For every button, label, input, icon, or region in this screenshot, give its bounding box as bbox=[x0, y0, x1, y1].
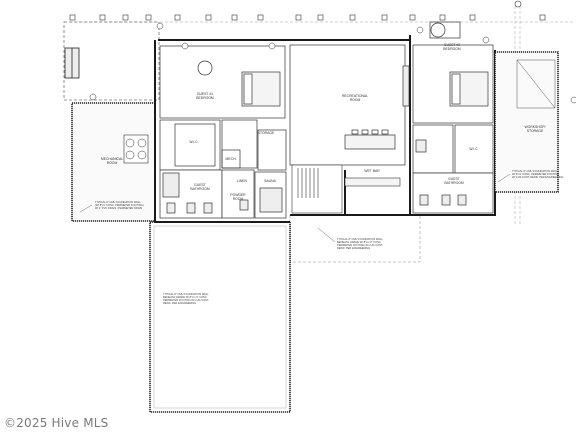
recreational-room bbox=[289, 44, 410, 166]
bay-window bbox=[63, 21, 160, 101]
note-foundation-left: TYPICAL 8" CMU FOUNDATION WALL(W/ 8"x1' … bbox=[95, 200, 144, 210]
label-wet-bar: WET BAR bbox=[364, 169, 380, 173]
note-leaders bbox=[79, 173, 511, 243]
label-mech: MECH. bbox=[226, 157, 237, 161]
unexcavated-area bbox=[149, 221, 291, 413]
label-sauna: SAUNA bbox=[264, 179, 276, 183]
grid-markers bbox=[69, 0, 546, 21]
label-wic-1: W.I.C. bbox=[189, 140, 198, 144]
wet-bar-area bbox=[291, 164, 401, 214]
label-linen: LINEN bbox=[237, 179, 248, 183]
right-core-rooms bbox=[412, 124, 494, 214]
mechanical-room bbox=[71, 102, 156, 222]
guest-bedroom-2 bbox=[412, 21, 494, 124]
foundation-notes: TYPICAL 8" CMU FOUNDATION WALL(W/ 8"x1' … bbox=[95, 169, 563, 305]
label-wic-2: W.I.C. bbox=[469, 147, 478, 151]
watermark: ©2025 Hive MLS bbox=[4, 416, 109, 430]
left-core-rooms bbox=[159, 119, 287, 219]
outer-dashed-outline bbox=[289, 215, 421, 263]
workshop-storage bbox=[494, 51, 559, 193]
guest-bedroom-1 bbox=[159, 45, 286, 132]
callout-markers bbox=[89, 22, 576, 104]
label-storage: STORAGE bbox=[258, 131, 275, 135]
label-workshop-storage: WORKSHOP/STORAGE bbox=[524, 125, 545, 133]
